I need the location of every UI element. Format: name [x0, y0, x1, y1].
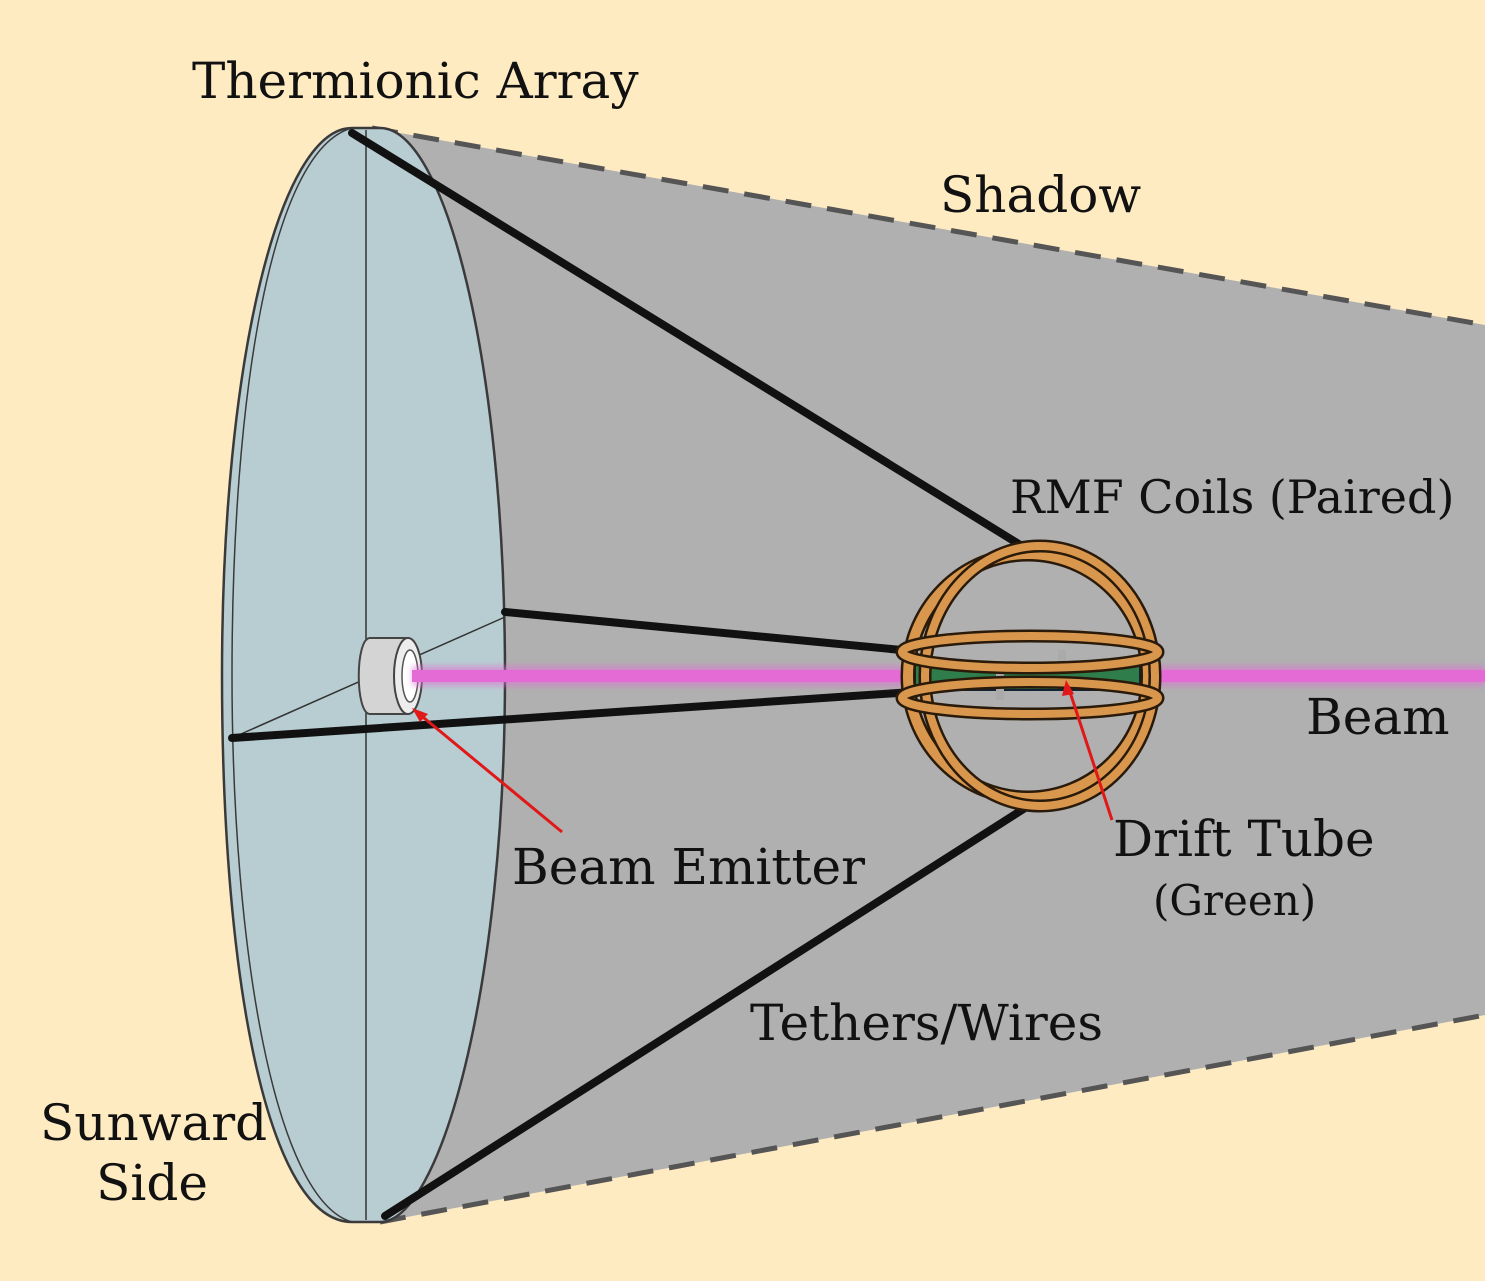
pointer-lines: [412, 680, 1114, 834]
label-tethers-wires: Tethers/Wires: [750, 994, 1104, 1052]
label-sunward-line1: Sunward: [40, 1094, 268, 1152]
label-shadow: Shadow: [940, 166, 1142, 224]
particle-beam: [412, 666, 1485, 686]
shadow-edge-top: [371, 125, 1485, 328]
shadow-edge-bottom: [379, 1012, 1485, 1225]
label-beam: Beam: [1306, 688, 1450, 746]
label-thermionic-array: Thermionic Array: [192, 52, 639, 110]
beam-emitter-device: [357, 637, 423, 715]
label-drift-tube: Drift Tube: [1113, 810, 1375, 868]
label-drift-tube-note: (Green): [1153, 876, 1317, 925]
tethers-wires: [228, 129, 1029, 1220]
label-sunward-line2: Side: [96, 1154, 208, 1212]
rmf-coil-assembly: [895, 539, 1165, 813]
label-rmf-coils: RMF Coils (Paired): [1010, 470, 1455, 524]
label-sunward-side: Sunward Side: [40, 1094, 268, 1212]
label-beam-emitter: Beam Emitter: [512, 838, 866, 896]
